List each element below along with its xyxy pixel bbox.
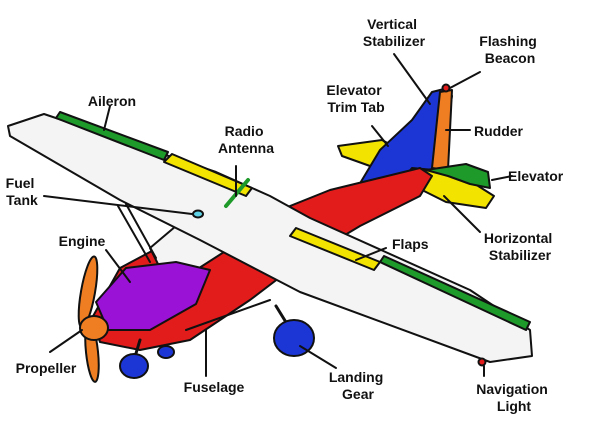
label-elevator: Elevator	[508, 168, 564, 184]
label-flaps: Flaps	[392, 236, 429, 252]
leader-vertical-stabilizer	[393, 53, 431, 105]
label-flashing-beacon: Flashing Beacon	[479, 33, 540, 66]
label-vertical-stabilizer: Vertical Stabilizer	[363, 16, 426, 49]
leader-flaps	[355, 247, 387, 261]
engine-cowl	[95, 261, 211, 331]
leader-propeller	[49, 329, 83, 353]
nose-wheel	[119, 353, 149, 379]
wing-struts	[117, 203, 271, 331]
navigation-light-dot	[477, 357, 487, 367]
leader-lines	[43, 53, 513, 377]
tail-assembly	[337, 83, 495, 209]
main-wheel-left	[157, 345, 175, 359]
label-radio-antenna: Radio Antenna	[218, 123, 274, 156]
label-fuel-tank: Fuel Tank	[6, 175, 39, 208]
leader-aileron	[103, 105, 111, 131]
wing-group	[7, 111, 533, 363]
leader-engine	[105, 249, 131, 283]
propeller-group	[77, 255, 109, 383]
landing-gear-group	[119, 304, 315, 379]
leader-elevator-trim-tab	[371, 125, 389, 147]
leader-fuel-tank	[43, 195, 193, 215]
elevator-shape	[425, 163, 491, 189]
label-engine: Engine	[59, 233, 106, 249]
label-rudder: Rudder	[474, 123, 524, 139]
propeller-spinner	[79, 315, 109, 341]
aileron-shape	[55, 111, 169, 161]
wing-yellow-left	[163, 153, 253, 197]
leader-horizontal-stabilizer	[443, 195, 481, 233]
label-propeller: Propeller	[16, 360, 77, 376]
label-fuselage: Fuselage	[184, 379, 245, 395]
label-landing-gear: Landing Gear	[329, 369, 387, 402]
leader-flashing-beacon	[449, 71, 481, 89]
label-aileron: Aileron	[88, 93, 136, 109]
flashing-beacon-light	[441, 83, 451, 93]
flaps-shape	[379, 255, 531, 331]
label-elevator-trim-tab: Elevator Trim Tab	[326, 82, 385, 115]
leader-landing-gear	[299, 345, 337, 369]
label-navigation-light: Navigation Light	[476, 381, 551, 414]
leader-elevator	[491, 175, 513, 181]
fuel-tank-cap	[192, 209, 204, 219]
label-horizontal-stabilizer: Horizontal Stabilizer	[484, 230, 556, 263]
main-wheel-right	[273, 319, 315, 357]
